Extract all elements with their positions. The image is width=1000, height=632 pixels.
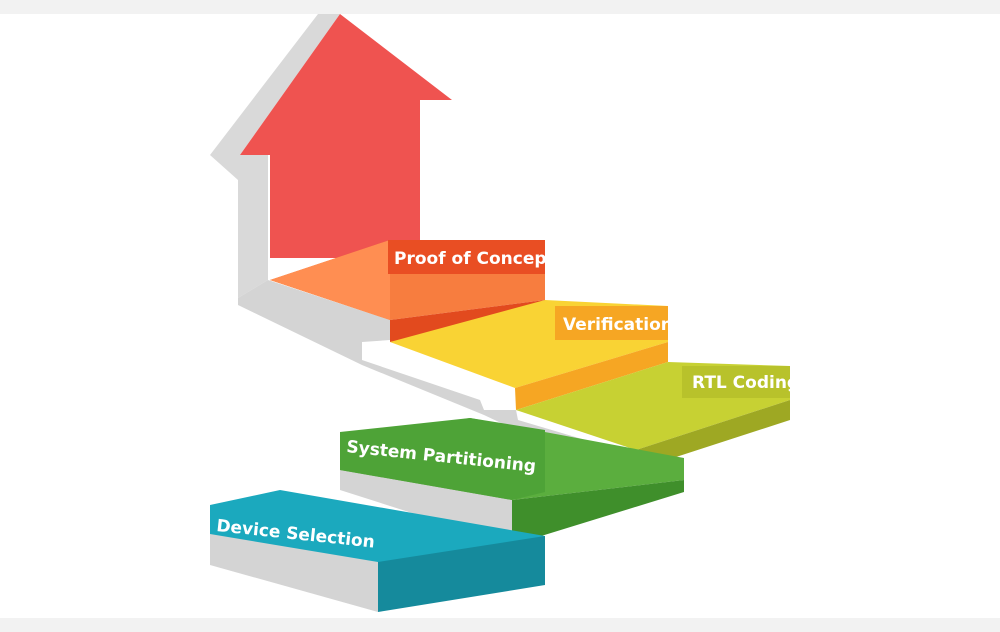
label-bg-verification bbox=[555, 306, 668, 340]
step-device-selection: Device Selection bbox=[210, 490, 545, 612]
step-top-accent-proof-of-concept bbox=[270, 240, 390, 320]
arrow-head bbox=[240, 14, 452, 258]
step-rtl-coding: RTL Coding bbox=[516, 362, 799, 470]
step-system-partitioning: System Partitioning bbox=[340, 418, 684, 545]
step-front-system-partitioning bbox=[512, 480, 684, 545]
step-front-verification bbox=[515, 342, 668, 410]
label-bg-rtl-coding bbox=[682, 366, 790, 398]
step-band-system-partitioning bbox=[340, 418, 545, 500]
step-proof-of-concept: Proof of Concept bbox=[270, 240, 555, 342]
label-bg-proof-of-concept bbox=[388, 240, 545, 274]
step-verification: Verification bbox=[390, 300, 673, 410]
arrow-shadow bbox=[210, 14, 340, 298]
step-label-rtl-coding: RTL Coding bbox=[692, 373, 799, 393]
step-front-rtl-coding bbox=[636, 400, 790, 470]
arrow-group bbox=[240, 14, 452, 258]
stair-wall bbox=[238, 280, 636, 470]
step-label-proof-of-concept: Proof of Concept bbox=[394, 249, 555, 269]
step-label-verification: Verification bbox=[563, 315, 673, 335]
step-front-device-selection bbox=[378, 536, 545, 612]
